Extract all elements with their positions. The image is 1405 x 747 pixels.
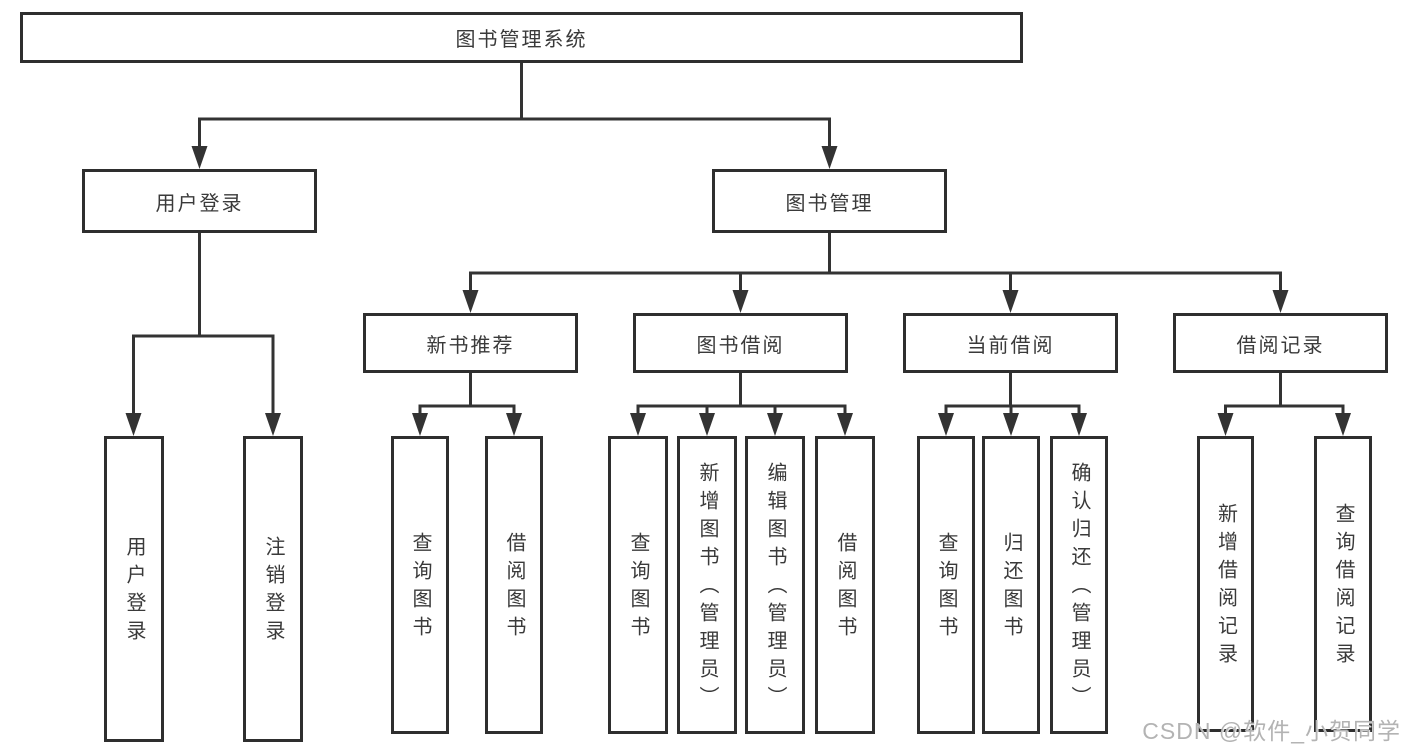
node-book-management: 图书管理 (712, 169, 947, 233)
connector-user-login (132, 233, 275, 416)
connector-book-borrow (636, 373, 847, 418)
node-new-book-recommend: 新书推荐 (363, 313, 578, 373)
node-confirm-return-admin: 确认归还（管理员） (1050, 436, 1108, 734)
node-logout-action: 注销登录 (243, 436, 303, 742)
node-query-books-borrow: 查询图书 (608, 436, 668, 734)
connector-book-management (469, 233, 1282, 294)
node-borrow-records: 借阅记录 (1173, 313, 1388, 373)
node-query-books-recommend: 查询图书 (391, 436, 449, 734)
node-user-login-action: 用户登录 (104, 436, 164, 742)
node-return-books: 归还图书 (982, 436, 1040, 734)
node-edit-books-admin: 编辑图书（管理员） (745, 436, 805, 734)
node-query-books-current: 查询图书 (917, 436, 975, 734)
csdn-watermark: CSDN @软件_小贺同学 (1142, 718, 1401, 744)
node-book-borrow: 图书借阅 (633, 313, 848, 373)
connector-current-borrow (944, 373, 1081, 418)
node-borrow-books-recommend: 借阅图书 (485, 436, 543, 734)
node-current-borrow: 当前借阅 (903, 313, 1118, 373)
connector-root (198, 62, 831, 150)
node-borrow-books: 借阅图书 (815, 436, 875, 734)
node-library-system: 图书管理系统 (20, 12, 1023, 63)
node-add-books-admin: 新增图书（管理员） (677, 436, 737, 734)
arrowheads (125, 146, 1351, 436)
node-query-borrow-record: 查询借阅记录 (1314, 436, 1372, 732)
node-add-borrow-record: 新增借阅记录 (1197, 436, 1254, 732)
node-user-login: 用户登录 (82, 169, 317, 233)
connector-new-book (418, 373, 516, 418)
connector-borrow-records (1224, 373, 1345, 418)
